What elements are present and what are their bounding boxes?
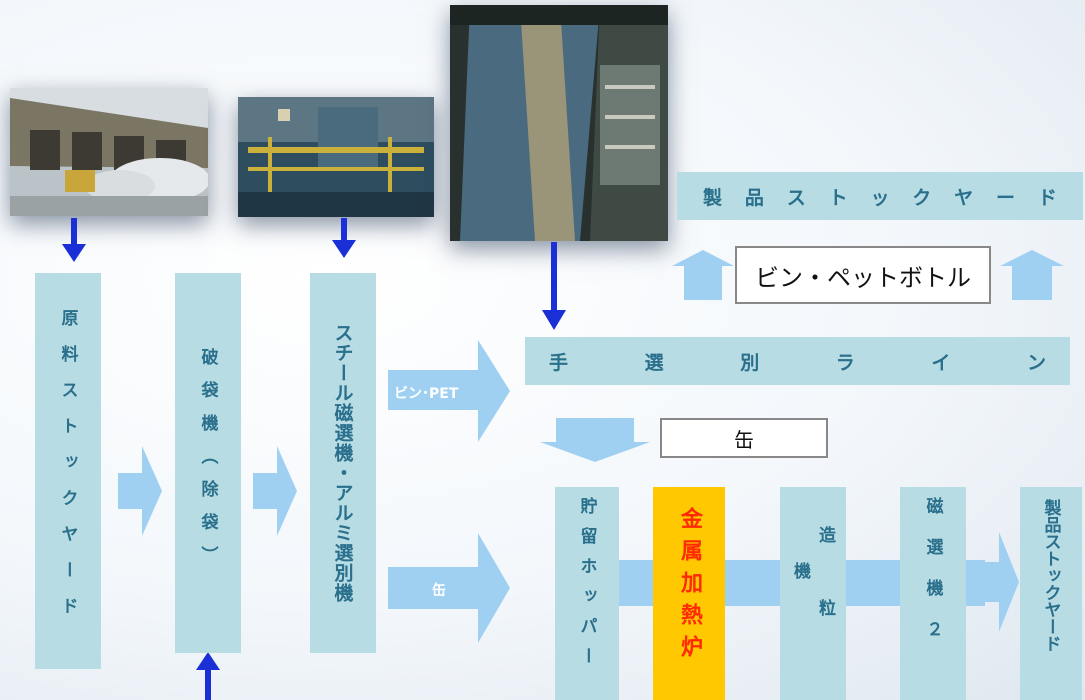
stock-char: ト (828, 186, 848, 209)
magnetic-separator-2-box: 磁選機２ (900, 487, 966, 700)
bottles-label: ビン・ペットボトル (755, 263, 971, 292)
sort-char: 選 (644, 351, 664, 374)
product-stockyard-box: 製品ストックヤード (1020, 487, 1082, 700)
machine-photo (238, 97, 434, 217)
warehouse-photo (10, 88, 208, 216)
product-stockyard-header: 製 品 ス ト ッ ク ヤ ー ド (677, 172, 1083, 220)
bag-breaker-box: 破袋機（除袋） (175, 273, 241, 653)
raw-stock-label: 原料ストックヤード (57, 309, 78, 633)
sort-char: 別 (740, 351, 760, 374)
stock-char: ド (1037, 186, 1057, 209)
stock-char: ッ (870, 186, 890, 209)
sorting-line-photo (450, 5, 668, 241)
pointer-arrow-up (196, 652, 220, 700)
flow-arrow-1 (118, 446, 162, 536)
granulator-label: 造粒機 (790, 525, 835, 672)
pet-flow-arrow (388, 340, 510, 442)
can-arrow-label: 缶 (432, 583, 446, 599)
stock-char: ク (912, 186, 932, 209)
product-stock-label: 製品ストックヤード (1040, 499, 1061, 652)
flow-arrow-final (975, 532, 1019, 632)
stock-char: ヤ (954, 186, 974, 209)
pointer-arrow-3 (542, 242, 566, 330)
hopper-box: 貯留ホッパー (555, 487, 619, 700)
raw-stock-box: 原料ストックヤード (35, 273, 101, 669)
up-arrow-right (1000, 250, 1064, 300)
sort-char: イ (931, 351, 951, 374)
bag-breaker-label: 破袋機（除袋） (197, 347, 218, 579)
down-arrow-cans (540, 418, 650, 462)
can-flow-arrow (388, 533, 510, 643)
metal-furnace-box: 金属加熱炉 (653, 487, 725, 700)
pet-arrow-label: ビン･PET (394, 386, 459, 402)
pointer-arrow-1 (62, 218, 86, 262)
granulator-box: 造粒機 (780, 487, 846, 700)
stock-char: 品 (744, 186, 764, 209)
flow-arrow-2 (253, 446, 297, 536)
hopper-label: 貯留ホッパー (576, 497, 597, 677)
hand-sorting-line: 手 選 別 ラ イ ン (525, 337, 1070, 385)
sort-char: 手 (549, 351, 569, 374)
sort-char: ン (1026, 351, 1046, 374)
stock-char: 製 (703, 186, 723, 209)
pointer-arrow-2 (332, 218, 356, 258)
cans-box: 缶 (660, 418, 828, 458)
bottles-box: ビン・ペットボトル (735, 246, 991, 304)
stock-char: ス (786, 186, 806, 209)
furnace-label: 金属加熱炉 (677, 507, 702, 667)
sort-char: ラ (835, 351, 855, 374)
stock-char: ー (996, 186, 1016, 209)
magnetic-separator-box: スチール磁選機・アルミ選別機 (310, 273, 376, 653)
up-arrow-left (672, 250, 734, 300)
cans-label: 缶 (734, 427, 754, 452)
magnetic2-label: 磁選機２ (922, 497, 943, 661)
magnetic-separator-label: スチール磁選機・アルミ選別機 (331, 323, 354, 603)
